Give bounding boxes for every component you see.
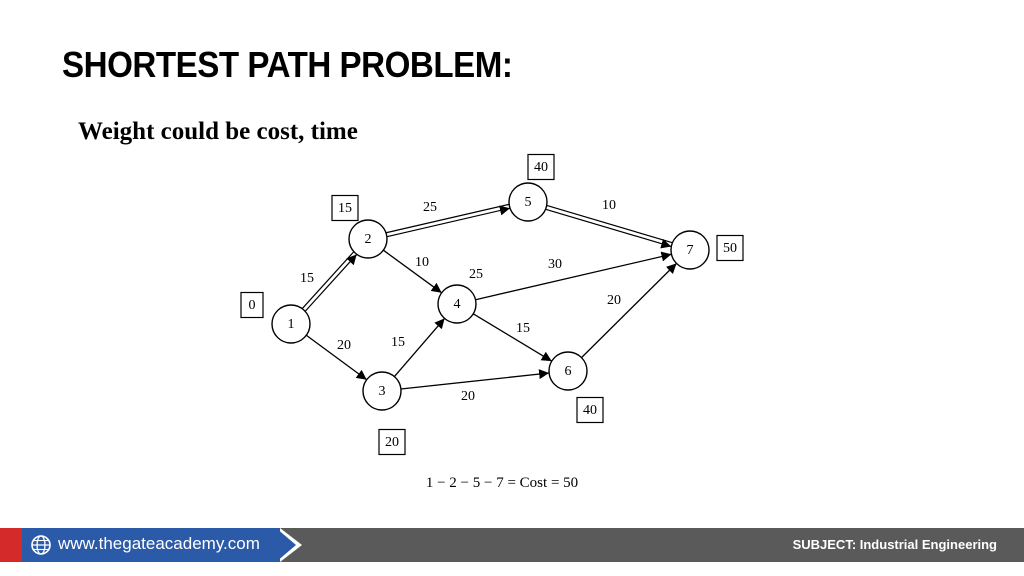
cost-box-3 <box>378 428 406 456</box>
edge-weight-2-4: 10 <box>415 255 429 270</box>
node-5 <box>508 182 548 222</box>
edge-weight-1-3: 20 <box>337 338 351 353</box>
node-label-3: 3 <box>379 384 386 399</box>
edge-2-4 <box>382 249 443 294</box>
node-3 <box>362 371 402 411</box>
cost-label-6: 40 <box>583 403 597 418</box>
edge-weight-3-4: 15 <box>391 335 405 350</box>
node-label-2: 2 <box>365 232 372 247</box>
edge-3-4 <box>393 317 446 378</box>
subject-label: SUBJECT: Industrial Engineering <box>792 537 997 552</box>
edge-2-5-b <box>385 203 510 234</box>
node-2 <box>348 219 388 259</box>
edge-4-6 <box>472 313 553 362</box>
edge-weight-2-5: 25 <box>423 200 437 215</box>
edge-weight-6-7: 20 <box>607 293 621 308</box>
edge-5-7-b <box>546 204 673 244</box>
edge-weight-3-6: 20 <box>461 389 475 404</box>
footer-bar: www.thegateacademy.com SUBJECT: Industri… <box>0 528 1024 562</box>
footer-accent <box>0 528 22 562</box>
cost-box-5 <box>527 153 555 181</box>
cost-label-5: 40 <box>534 160 548 175</box>
edge-weight-1-2: 15 <box>300 271 314 286</box>
edge-1-2-b <box>301 251 355 309</box>
nodes-layer: 1 2 3 4 5 6 7 <box>271 182 710 411</box>
edge-6-7 <box>581 262 677 359</box>
cost-label-2: 15 <box>338 201 352 216</box>
edge-1-3 <box>305 334 368 381</box>
node-label-5: 5 <box>525 195 532 210</box>
page-title: SHORTEST PATH PROBLEM: <box>62 44 513 85</box>
node-6 <box>548 351 588 391</box>
website-link[interactable]: www.thegateacademy.com <box>58 534 260 553</box>
node-7 <box>670 230 710 270</box>
footer-arrow <box>276 528 296 562</box>
node-1 <box>271 304 311 344</box>
node-4 <box>437 284 477 324</box>
node-label-6: 6 <box>565 364 572 379</box>
edge-1-2-a <box>304 254 358 312</box>
node-label-1: 1 <box>288 317 295 332</box>
edge-5-7-a <box>545 208 672 249</box>
node-label-7: 7 <box>687 243 694 258</box>
cost-box-7 <box>716 234 744 262</box>
edge-weight-4-6: 15 <box>516 321 530 336</box>
globe-icon <box>31 535 51 555</box>
result-equation: 1 − 2 − 5 − 7 = Cost = 50 <box>426 475 578 491</box>
edge-weight-4-7: 30 <box>548 257 562 272</box>
cost-label-4: 25 <box>469 267 483 282</box>
cost-label-1: 0 <box>249 298 256 313</box>
cost-box-1 <box>240 291 264 319</box>
cost-box-6 <box>576 396 604 424</box>
cost-label-3: 20 <box>385 435 399 450</box>
cost-box-2 <box>331 194 359 222</box>
edge-3-6 <box>400 369 550 390</box>
footer-banner <box>22 528 280 562</box>
edge-2-5-a <box>386 205 511 238</box>
cost-label-7: 50 <box>723 241 737 256</box>
node-label-4: 4 <box>454 297 461 312</box>
edge-4-7 <box>475 251 672 301</box>
edge-weight-5-7: 10 <box>602 198 616 213</box>
subtitle: Weight could be cost, time <box>78 118 358 145</box>
